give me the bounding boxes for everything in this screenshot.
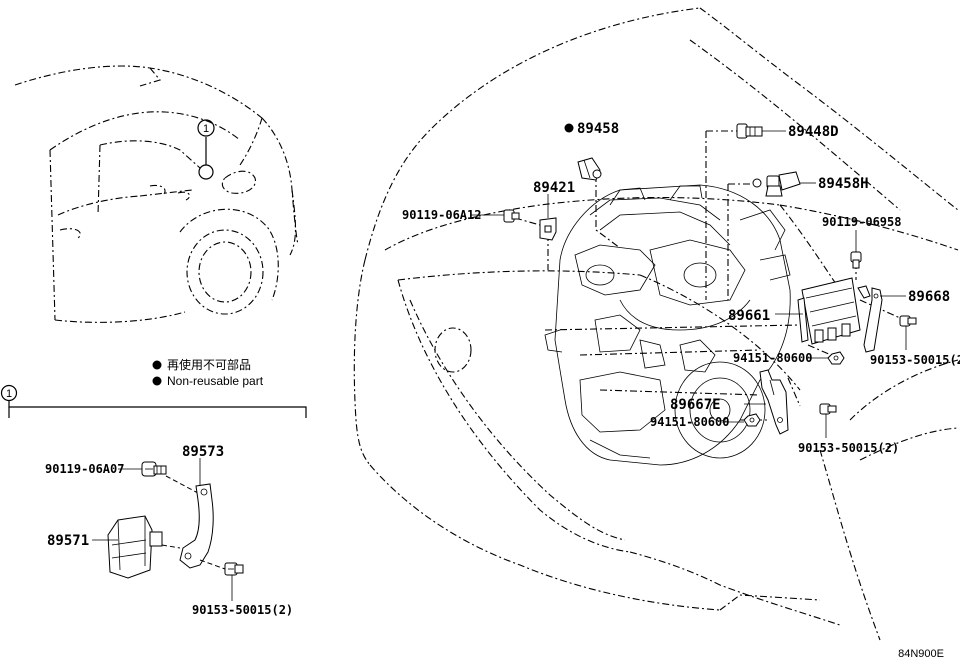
label-90153-50015-b: 90153-50015(2) <box>798 441 899 455</box>
bracket-89667E <box>759 369 789 435</box>
callout-number-detail: 1 <box>6 388 12 400</box>
rear-vehicle-view: 1 <box>14 65 299 323</box>
sensor-89571 <box>107 515 163 579</box>
label-89458: 89458 <box>577 121 619 137</box>
label-90119-06958: 90119-06958 <box>822 215 901 229</box>
figure-code: 84N900E <box>898 648 944 660</box>
bolt-90153-50015-a <box>899 315 917 327</box>
non-reusable-dot-icon <box>152 376 162 386</box>
non-reusable-dot-icon <box>564 123 574 133</box>
nut-94151-80600-a <box>827 351 845 365</box>
callout-marker-top <box>197 119 215 137</box>
label-89573: 89573 <box>182 444 224 460</box>
bracket-89668 <box>857 285 883 353</box>
bolt-90153-50015-detail <box>224 562 244 576</box>
label-94151-80600-b: 94151-80600 <box>650 415 729 429</box>
detail-1: 1 90119-06A07 89573 <box>0 384 307 617</box>
bolt-90153-50015-b <box>819 403 837 415</box>
label-90153-50015-c: 90153-50015(2) <box>192 603 293 617</box>
label-89571: 89571 <box>47 533 89 549</box>
label-94151-80600-a: 94151-80600 <box>733 351 812 365</box>
legend-jp: 再使用不可部品 <box>167 357 251 372</box>
legend: 再使用不可部品 Non-reusable part <box>152 357 264 388</box>
callout-location-ring <box>198 164 214 180</box>
sensor-89458H <box>752 171 801 197</box>
bracket-89573 <box>179 483 214 569</box>
bolt-90119-06A12 <box>503 209 520 223</box>
sensor-89458 <box>577 157 602 181</box>
label-90119-06A12: 90119-06A12 <box>402 208 481 222</box>
label-89667E: 89667E <box>670 397 721 413</box>
non-reusable-dot-icon <box>152 360 162 370</box>
engine-block <box>544 184 791 466</box>
label-89421: 89421 <box>533 180 575 196</box>
nut-94151-80600-b <box>743 413 761 427</box>
front-vehicle-view <box>353 7 959 641</box>
bolt-90119-06A07 <box>141 461 167 477</box>
sensor-89448D <box>736 123 763 139</box>
label-89661: 89661 <box>728 308 770 324</box>
sensor-89421 <box>539 217 557 241</box>
callout-number-top: 1 <box>203 123 209 135</box>
label-89458H: 89458H <box>818 176 869 192</box>
ecu-89661 <box>797 277 861 345</box>
legend-en: Non-reusable part <box>167 374 264 388</box>
label-89448D: 89448D <box>788 124 839 140</box>
bolt-90119-06958 <box>850 251 862 269</box>
label-90119-06A07: 90119-06A07 <box>45 462 124 476</box>
leader-lines <box>514 130 901 421</box>
label-90153-50015-a: 90153-50015(2) <box>870 353 960 367</box>
label-89668: 89668 <box>908 289 950 305</box>
